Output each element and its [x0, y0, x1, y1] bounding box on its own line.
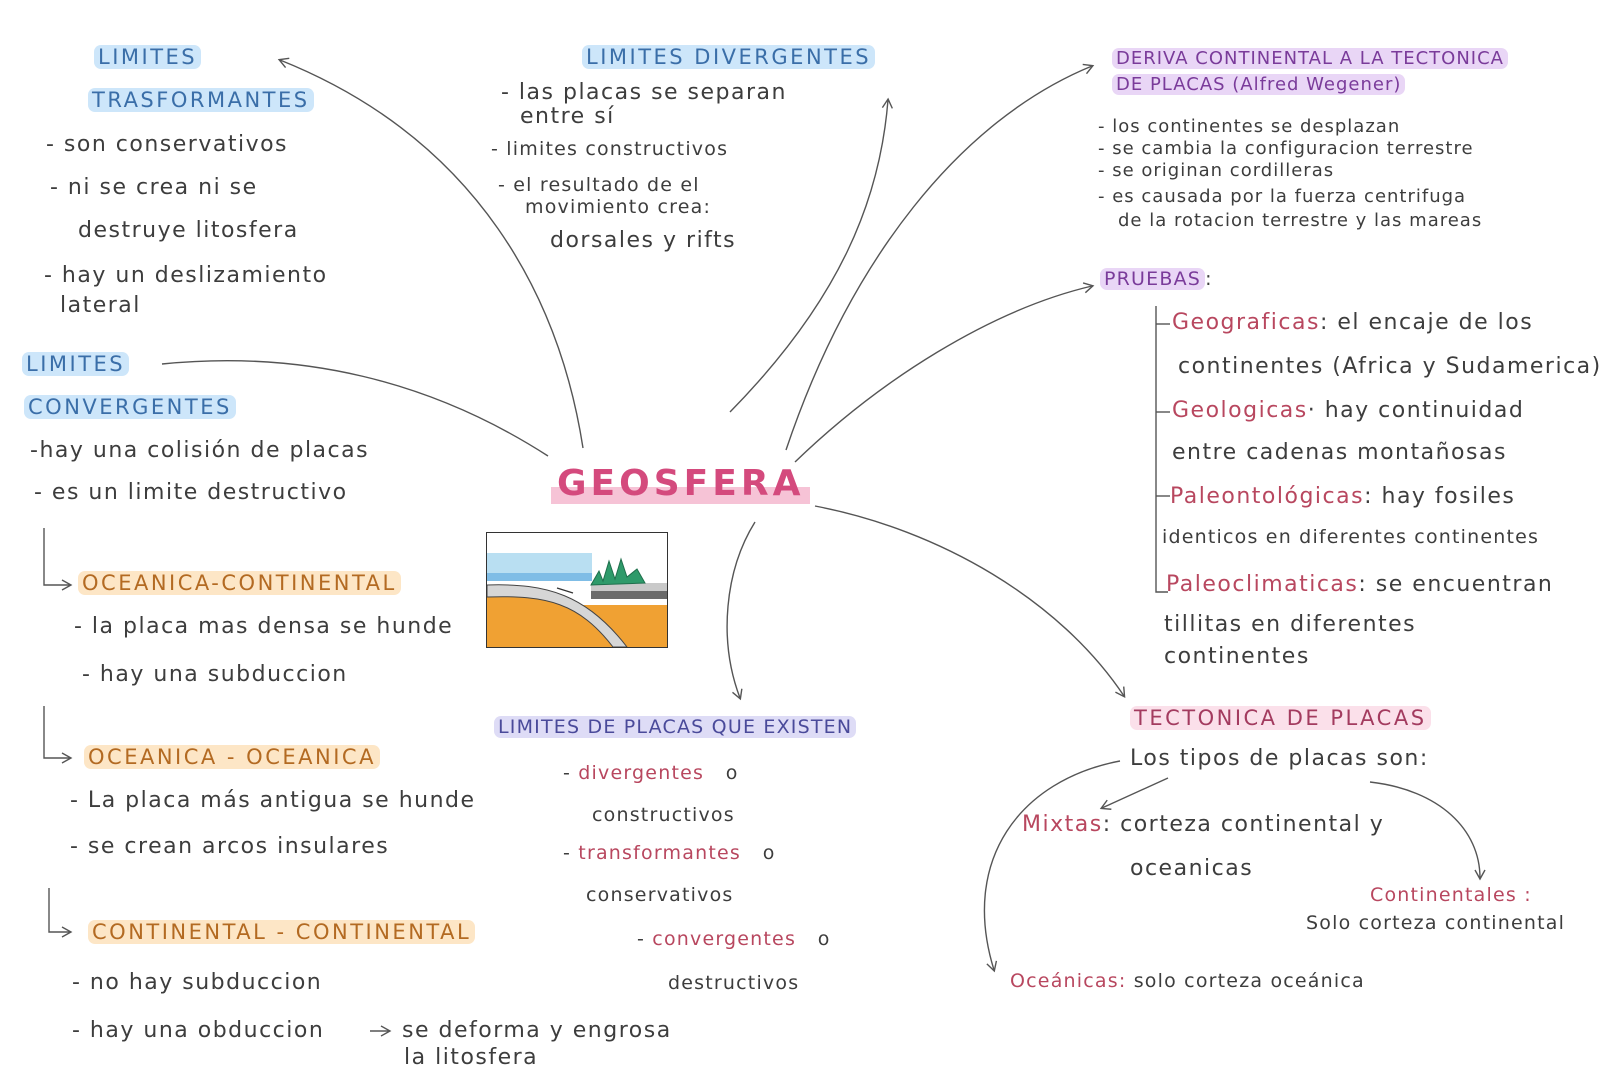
divergent-item-3: - limites constructivos: [491, 138, 729, 160]
prueba-2: Geologicas· hay continuidad: [1172, 398, 1525, 423]
lp-next-1: constructivos: [592, 804, 735, 826]
oc-item-2: - hay una subduccion: [82, 662, 348, 687]
cc-item-2: - hay una obduccion: [72, 1018, 325, 1043]
cc-item-4: la litosfera: [404, 1045, 539, 1070]
center-title: GEOSFERA: [551, 463, 811, 504]
divergent-item-2: entre sí: [520, 104, 615, 129]
oo-title: OCEANICA - OCEANICA: [84, 745, 380, 769]
deriva-item-4: - es causada por la fuerza centrifuga: [1098, 186, 1467, 207]
divergent-item-4: - el resultado de el: [498, 174, 700, 196]
oc-title: OCEANICA-CONTINENTAL: [78, 571, 401, 595]
prueba-term-3: Paleontológicas: [1170, 484, 1365, 509]
lp-term-2: transformantes: [578, 842, 741, 864]
transform-title-2: TRASFORMANTES: [88, 88, 314, 112]
oceanicas: Oceánicas: solo corteza oceánica: [1010, 970, 1365, 992]
deriva-title-1: DERIVA CONTINENTAL A LA TECTONICA: [1112, 48, 1508, 69]
transform-title-1: LIMITES: [94, 45, 202, 69]
oo-item-2: - se crean arcos insulares: [70, 834, 390, 859]
convergent-item-2: - es un limite destructivo: [34, 480, 348, 505]
divergent-item-5: movimiento crea:: [525, 196, 712, 218]
cc-item-3: se deforma y engrosa: [402, 1018, 672, 1043]
prueba-3-next: identicos en diferentes continentes: [1162, 526, 1540, 548]
transform-item-2: - ni se crea ni se: [50, 175, 258, 200]
lp-next-3: destructivos: [668, 972, 800, 994]
oc-item-1: - la placa mas densa se hunde: [74, 614, 454, 639]
arrow-to-divergent: [729, 97, 893, 413]
lp-item-3: - convergentes o: [637, 928, 831, 950]
subduction-illustration: [486, 532, 668, 648]
convergent-title-2: CONVERGENTES: [24, 395, 236, 419]
continentales-term: Continentales :: [1370, 884, 1532, 906]
divergent-title: LIMITES DIVERGENTES: [582, 45, 876, 69]
continentales-text: Solo corteza continental: [1306, 912, 1566, 934]
cc-title: CONTINENTAL - CONTINENTAL: [88, 920, 476, 944]
pruebas-title: PRUEBAS: [1100, 268, 1206, 290]
cc-bracket: [48, 888, 73, 938]
arrow-to-convergent: [161, 359, 549, 457]
arrow-to-pruebas: [794, 282, 1095, 463]
tectonica-title: TECTONICA DE PLACAS: [1130, 706, 1431, 730]
deriva-item-2: - se cambia la configuracion terrestre: [1098, 138, 1474, 159]
lp-term-3: convergentes: [652, 928, 797, 950]
prueba-2-next: entre cadenas montañosas: [1172, 440, 1507, 465]
arrow-to-deriva: [785, 63, 1095, 451]
lp-term-1: divergentes: [578, 762, 705, 784]
oo-bracket: [43, 706, 73, 764]
oc-bracket: [43, 528, 73, 591]
arrow-to-limites-placas: [726, 521, 756, 701]
arrow-to-transform: [277, 57, 584, 449]
convergent-item-1: -hay una colisión de placas: [30, 438, 370, 463]
arrow-to-oceanicas: [983, 760, 1121, 973]
mixtas-term: Mixtas: [1022, 812, 1103, 837]
mixtas-next: oceanicas: [1130, 856, 1254, 881]
convergent-title-1: LIMITES: [22, 352, 130, 376]
pruebas-vline: [1155, 306, 1168, 593]
transform-item-4: - hay un deslizamiento: [44, 263, 328, 288]
prueba-4: Paleoclimaticas: se encuentran: [1166, 572, 1554, 597]
pruebas-header: PRUEBAS:: [1100, 268, 1213, 290]
deriva-item-1: - los continentes se desplazan: [1098, 116, 1401, 137]
arrow-to-mixtas: [1099, 777, 1169, 810]
prueba-term-4: Paleoclimaticas: [1166, 572, 1359, 597]
oo-item-1: - La placa más antigua se hunde: [70, 788, 476, 813]
transform-item-5: lateral: [60, 293, 141, 318]
transform-item-3: destruye litosfera: [78, 218, 299, 243]
prueba-4-next: tillitas en diferentes: [1164, 612, 1417, 637]
prueba-4-next2: continentes: [1164, 644, 1310, 669]
lp-item-2: - transformantes o: [563, 842, 776, 864]
lp-item-1: - divergentes o: [563, 762, 739, 784]
lp-next-2: conservativos: [586, 884, 734, 906]
limites-placas-title: LIMITES DE PLACAS QUE EXISTEN: [494, 716, 857, 738]
divergent-item-1: - las placas se separan: [501, 80, 787, 105]
deriva-item-3: - se originan cordilleras: [1098, 160, 1335, 181]
prueba-term-2: Geologicas: [1172, 398, 1308, 423]
prueba-1-next: continentes (Africa y Sudamerica): [1178, 354, 1602, 379]
mixtas: Mixtas: corteza continental y: [1022, 812, 1385, 837]
cc-item-1: - no hay subduccion: [72, 970, 323, 995]
prueba-term-1: Geograficas: [1172, 310, 1320, 335]
divergent-item-6: dorsales y rifts: [550, 228, 737, 253]
prueba-3: Paleontológicas: hay fosiles: [1170, 484, 1516, 509]
transform-item-1: - son conservativos: [46, 132, 289, 157]
arrow-to-continentales: [1369, 781, 1486, 881]
deriva-item-5: de la rotacion terrestre y las mareas: [1118, 210, 1483, 231]
arrow-to-tectonica: [814, 505, 1126, 699]
deriva-title-2: DE PLACAS (Alfred Wegener): [1112, 74, 1406, 95]
oceanicas-term: Oceánicas:: [1010, 970, 1127, 992]
tectonica-intro: Los tipos de placas son:: [1130, 746, 1429, 771]
prueba-1: Geograficas: el encaje de los: [1172, 310, 1534, 335]
